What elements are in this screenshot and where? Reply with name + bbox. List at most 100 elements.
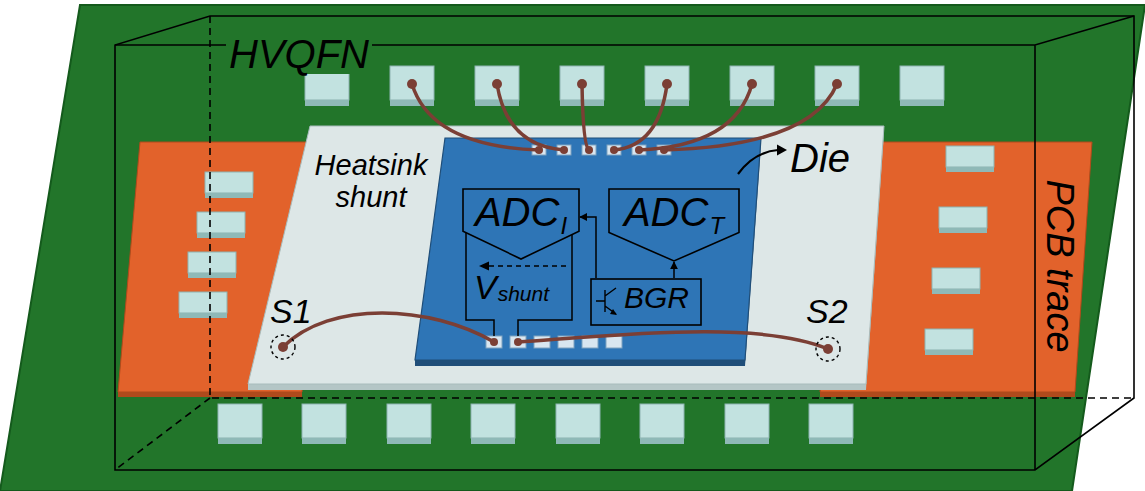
bond-dot <box>492 79 502 89</box>
transistor-symbol <box>596 288 616 314</box>
bond-dot <box>823 344 833 354</box>
adc-block: ADCI <box>462 188 580 260</box>
bond-dot <box>577 79 587 89</box>
bond-wire <box>639 84 752 150</box>
package-edge <box>115 16 1134 470</box>
die-pad <box>632 145 646 155</box>
text-holder: Heatsink shunt <box>310 150 432 214</box>
adc-block-label: T <box>709 214 724 238</box>
bond-wire <box>518 332 828 349</box>
die: DieADCIADCTBGR <box>415 138 761 366</box>
package-pad <box>471 404 515 444</box>
bond-wire <box>582 84 589 150</box>
die-pad <box>532 145 546 155</box>
bgr-block-label: BGR <box>624 283 689 313</box>
package-outline: HVQFNHeatsink shuntDieADCIADCTBGR <box>115 16 1135 472</box>
package-pad <box>809 404 853 444</box>
bond-dot <box>407 79 417 89</box>
package-pad <box>725 404 769 444</box>
bond-dots <box>278 79 842 354</box>
die-label: Die <box>790 138 850 178</box>
die-pointer-head <box>777 145 787 156</box>
package-pad <box>390 66 434 106</box>
text-holder: HVQFN <box>226 34 372 74</box>
die-pad <box>582 145 596 155</box>
package-wireframe <box>115 16 1134 470</box>
die-pad <box>486 336 502 348</box>
voltage-arrow <box>486 265 566 266</box>
bond-dot <box>832 79 842 89</box>
package-pad <box>939 207 987 233</box>
text-holder: ADCI <box>475 192 567 232</box>
package-pad <box>946 146 994 172</box>
bond-dot <box>585 146 593 154</box>
heatsink-shunt-label: Heatsink shunt <box>310 150 432 214</box>
package-pad <box>197 212 245 238</box>
package-pad <box>179 292 227 318</box>
adc-block-label: I <box>560 214 567 238</box>
bond-wire-group <box>283 84 837 349</box>
package-pad <box>815 66 859 106</box>
package-pad <box>645 66 689 106</box>
bond-dot <box>490 338 498 346</box>
package-pad <box>932 268 980 294</box>
bond-dot <box>610 146 618 154</box>
text-holder: ADCT <box>624 192 724 232</box>
text-holder: BGR <box>624 283 689 313</box>
adc-block-label: ADC <box>475 192 559 232</box>
package-pad <box>475 66 519 106</box>
die-pad <box>606 336 622 348</box>
adc-outline <box>463 189 579 259</box>
die-pad <box>607 145 621 155</box>
die-pad <box>557 145 571 155</box>
bgr-outline <box>591 279 701 325</box>
die-pad <box>534 336 550 348</box>
die-pointer <box>738 150 778 174</box>
bond-dot <box>278 342 288 352</box>
bond-dot <box>535 146 543 154</box>
text-holder: Die <box>790 138 850 178</box>
package-pad <box>730 66 774 106</box>
pcb-trace: PCB trace <box>820 140 1092 392</box>
heatsink-plate <box>248 126 884 384</box>
die-body <box>415 138 761 360</box>
text-holder: PCB trace <box>1041 179 1079 352</box>
top-pads <box>305 66 944 106</box>
bond-dot <box>747 79 757 89</box>
bond-wire <box>614 84 667 150</box>
package-pad <box>387 404 431 444</box>
adc-block-label: ADC <box>624 192 708 232</box>
heatsink-edge <box>248 384 866 390</box>
bond-dot <box>660 146 668 154</box>
sense-point-marker <box>816 337 840 361</box>
sense-point-marker <box>271 335 295 359</box>
package-pad <box>925 329 973 355</box>
die-edge <box>415 360 745 366</box>
bond-dot <box>560 146 568 154</box>
heatsink-shunt: Heatsink shuntDieADCIADCTBGR <box>248 126 884 390</box>
package-pad <box>556 404 600 444</box>
pcb-trace-label: PCB trace <box>1041 179 1079 352</box>
connector-layer <box>415 138 761 366</box>
bgr-block: BGR <box>590 278 702 326</box>
die-pad <box>510 336 526 348</box>
bottom-pads <box>218 404 853 444</box>
bond-wire <box>497 84 564 150</box>
die-pad <box>582 336 598 348</box>
pcb-trace-edge <box>820 392 1075 397</box>
package-hidden-edge <box>115 16 1134 470</box>
package-pad <box>640 404 684 444</box>
package-outline-label: HVQFN <box>226 34 372 74</box>
package-pad <box>302 404 346 444</box>
die-pad <box>657 145 671 155</box>
bond-wire <box>283 313 494 347</box>
bond-dot <box>635 146 643 154</box>
package-pad <box>560 66 604 106</box>
adc-block: ADCT <box>608 188 740 262</box>
bond-wire <box>412 84 539 150</box>
bond-dot <box>662 79 672 89</box>
transistor-arrow <box>610 309 617 315</box>
package-pad <box>900 66 944 106</box>
